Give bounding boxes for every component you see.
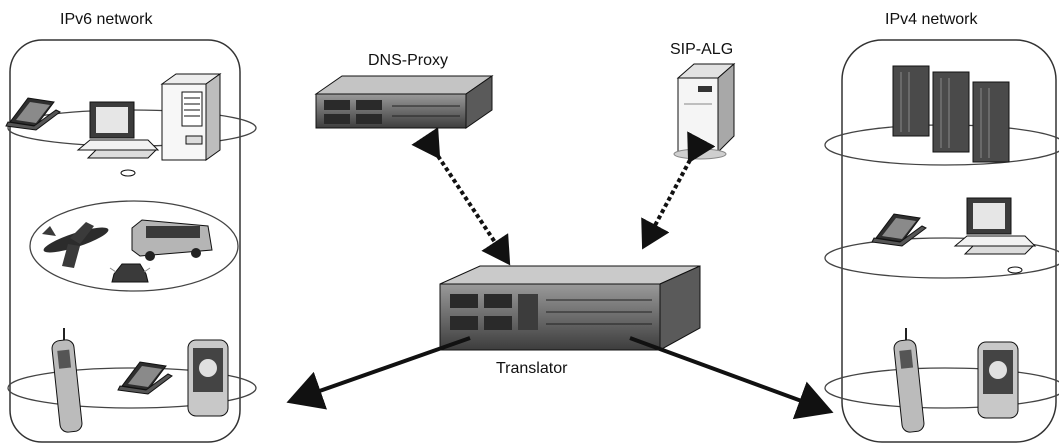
desktop-computer-icon	[953, 197, 1037, 274]
translator-label: Translator	[496, 360, 568, 377]
ipv6-vehicle-group	[29, 200, 239, 292]
ipv6-lan-segment-bottom	[7, 367, 257, 409]
dns-proxy-rack-server-icon	[314, 75, 494, 129]
laptop-icon	[5, 97, 61, 131]
ipv4-lan-segment-bottom	[824, 367, 1059, 409]
translator-to-ipv4-arrow	[629, 336, 834, 420]
dns-proxy-label: DNS-Proxy	[368, 52, 448, 69]
ipv6-network-boundary	[9, 39, 241, 443]
dns-proxy-translator-link	[411, 127, 511, 266]
sip-alg-label: SIP-ALG	[670, 41, 733, 58]
server-rack-cluster-icon	[892, 65, 1010, 163]
laptop-icon	[117, 361, 173, 395]
airplane-icon	[42, 222, 109, 268]
laptop-icon	[871, 213, 927, 247]
ipv4-network-boundary	[841, 39, 1057, 443]
ipv6-network-label: IPv6 network	[60, 11, 153, 28]
desktop-computer-icon	[76, 101, 160, 177]
ipv4-network-label: IPv4 network	[885, 11, 978, 28]
pda-icon	[977, 341, 1019, 419]
car-icon	[109, 263, 151, 283]
translator-rack-server-icon	[439, 265, 701, 351]
tower-server-icon	[160, 73, 222, 161]
mobile-phone-icon	[893, 328, 925, 433]
pda-icon	[187, 339, 229, 417]
ipv4-lan-segment-middle	[824, 237, 1059, 279]
sip-alg-translator-link	[641, 131, 716, 250]
bus-icon	[131, 219, 213, 261]
mobile-phone-icon	[51, 328, 83, 433]
sip-alg-tower-server-icon	[673, 62, 736, 160]
translator-to-ipv6-arrow	[286, 336, 471, 410]
